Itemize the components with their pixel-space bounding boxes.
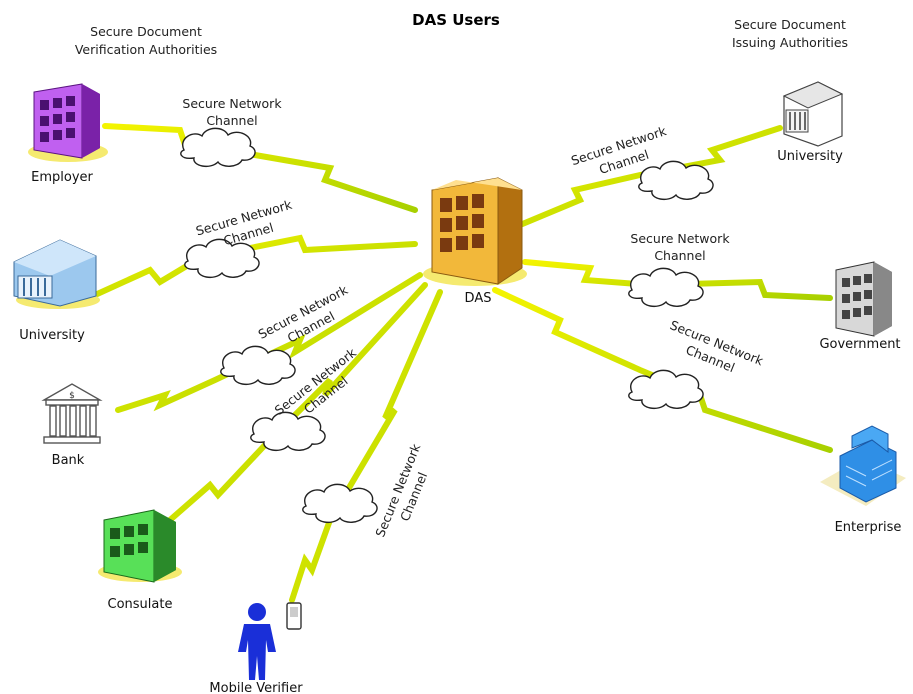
university-right-label: University [777,149,843,164]
verification-group-line2: Verification Authorities [75,42,217,57]
channel-label-government: Secure Network Channel [630,231,730,263]
channel-label-line1: Secure Network [630,231,730,246]
diagram-title: DAS Users [412,11,500,29]
employer-label: Employer [31,170,93,185]
link-university-right [517,125,783,228]
person-icon [238,603,276,680]
issuing-group-line1: Secure Document [734,17,846,32]
cloud-government [628,267,704,308]
cloud-mobile-verifier [302,483,378,524]
government-building-icon [835,261,892,337]
university-left-building-icon [13,239,100,309]
cloud-university-right [638,160,714,201]
bank-icon: $ [41,383,103,444]
consulate-label: Consulate [108,597,173,612]
dollar-sign-icon: $ [69,391,75,401]
university-left-label: University [19,328,85,343]
cloud-consulate [250,411,326,452]
university-right-building-icon [782,81,844,147]
mobile-verifier-label: Mobile Verifier [209,681,303,694]
issuing-group-line2: Issuing Authorities [732,35,848,50]
government-label: Government [819,337,900,352]
link-employer [102,123,418,213]
link-bank [115,272,423,413]
mobile-phone-icon [286,602,302,630]
employer-building-icon [28,83,108,162]
channel-label-enterprise: Secure Network Channel [668,317,766,375]
enterprise-building-icon [820,425,906,506]
channel-label-line1: Secure Network [182,96,282,111]
das-label: DAS [465,291,492,306]
channel-label-mobile-verifier: Secure Network Channel [372,441,430,539]
das-building-icon [423,177,527,286]
verification-group-line1: Secure Document [90,24,202,39]
enterprise-label: Enterprise [835,520,902,535]
link-enterprise [492,287,833,453]
cloud-university-left [184,238,260,279]
bank-label: Bank [52,453,85,468]
cloud-employer [180,127,256,168]
consulate-building-icon [98,509,182,583]
channel-label-line2: Channel [654,248,705,263]
cloud-enterprise [628,369,704,410]
channel-label-line2: Channel [206,113,257,128]
cloud-bank [220,345,296,386]
channel-label-employer: Secure Network Channel [182,96,282,128]
